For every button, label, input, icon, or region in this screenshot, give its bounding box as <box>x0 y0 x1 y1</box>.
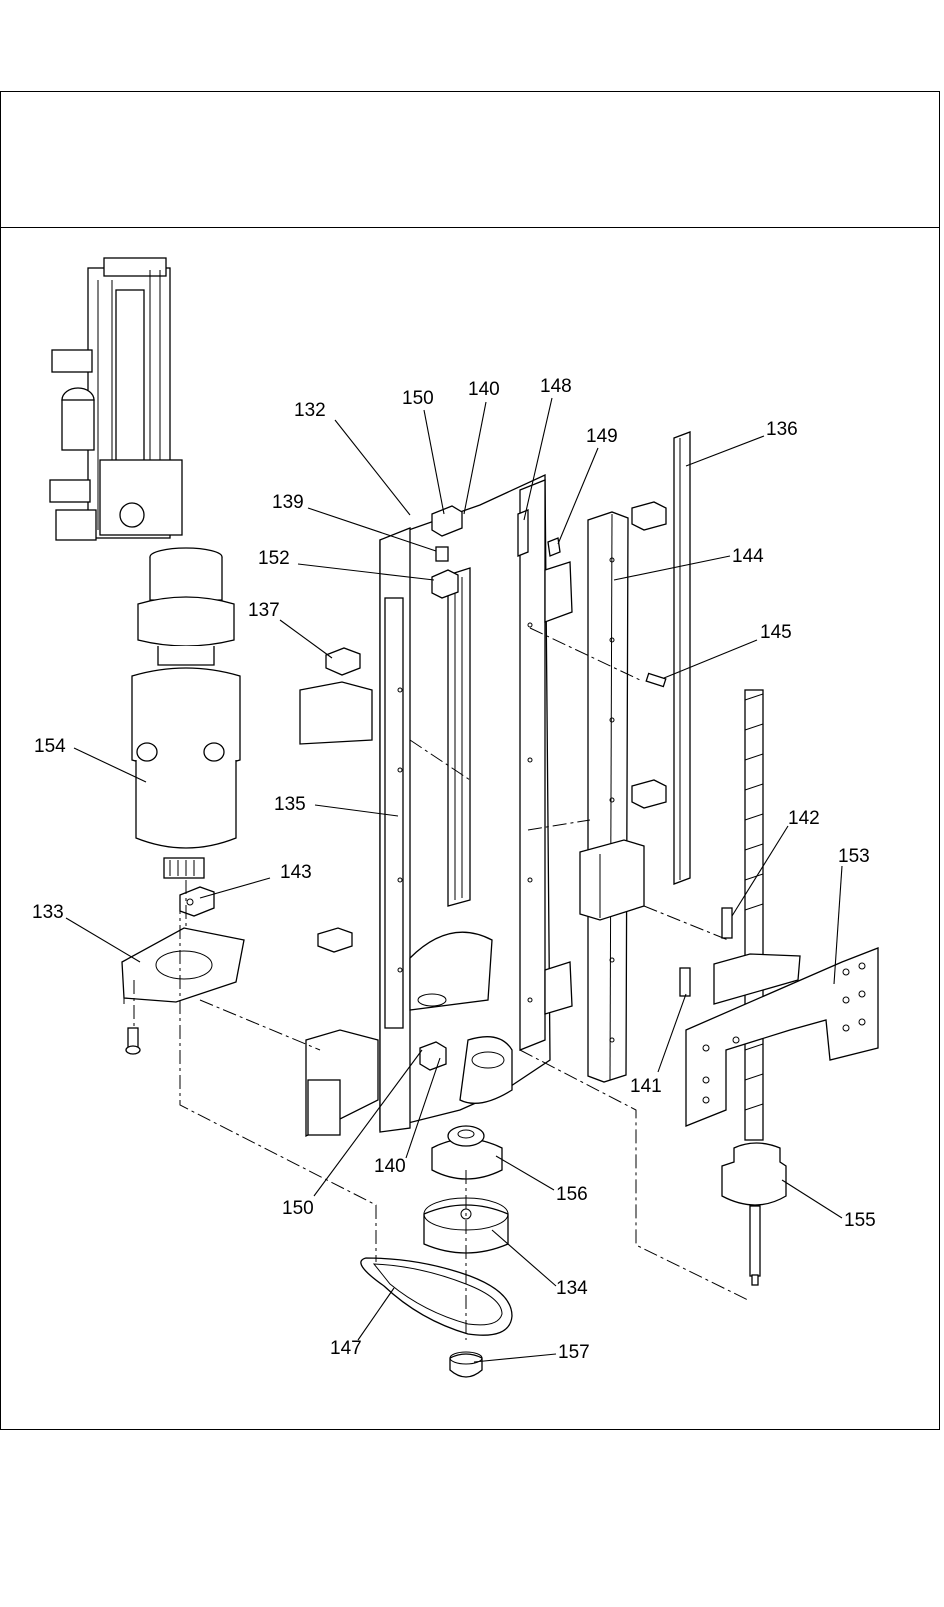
assembled-unit-thumbnail <box>50 258 182 540</box>
cover-strip-136 <box>674 432 690 884</box>
label-141: 141 <box>630 1076 662 1097</box>
motor-154 <box>132 548 240 878</box>
label-145: 145 <box>760 622 792 643</box>
timing-belt-147 <box>361 1258 512 1335</box>
label-152: 152 <box>258 548 290 569</box>
label-140: 140 <box>468 379 500 400</box>
label-135: 135 <box>274 794 306 815</box>
label-133: 133 <box>32 902 64 923</box>
label-132: 132 <box>294 400 326 421</box>
label-150: 150 <box>402 388 434 409</box>
screw-145 <box>646 673 666 686</box>
label-144: 144 <box>732 546 764 567</box>
label-157: 157 <box>558 1342 590 1363</box>
label-140b: 140 <box>374 1156 406 1177</box>
label-134: 134 <box>556 1278 588 1299</box>
cap-157 <box>450 1352 482 1377</box>
label-154: 154 <box>34 736 66 757</box>
label-147: 147 <box>330 1338 362 1359</box>
column-frame-132 <box>300 475 572 1136</box>
label-148: 148 <box>540 376 572 397</box>
nut-bracket-153 <box>686 948 878 1126</box>
label-137: 137 <box>248 600 280 621</box>
motor-plate-133 <box>122 928 244 1004</box>
bolt <box>126 1028 140 1054</box>
label-149: 149 <box>586 426 618 447</box>
label-142: 142 <box>788 808 820 829</box>
label-143: 143 <box>280 862 312 883</box>
bearing-housing-156 <box>432 1126 502 1179</box>
label-136: 136 <box>766 419 798 440</box>
label-153: 153 <box>838 846 870 867</box>
clamp-block-143 <box>180 887 214 916</box>
linear-rail-144 <box>580 502 666 1082</box>
label-139: 139 <box>272 492 304 513</box>
label-150b: 150 <box>282 1198 314 1219</box>
label-155: 155 <box>844 1210 876 1231</box>
label-156: 156 <box>556 1184 588 1205</box>
